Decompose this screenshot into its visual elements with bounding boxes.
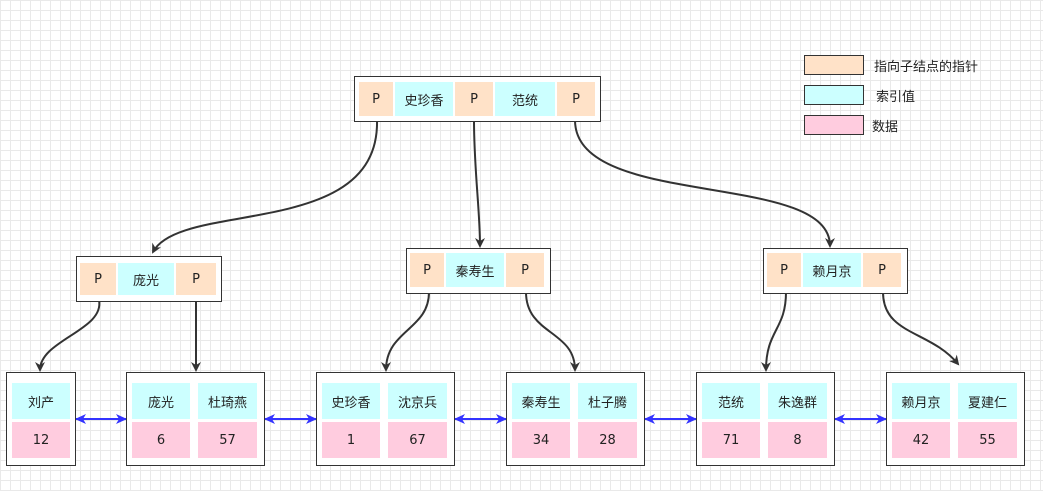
internal-3-pointer-right: P <box>863 253 901 287</box>
root-key-1: 史珍香 <box>395 82 453 116</box>
leaf-4-key-2: 杜子腾 <box>578 383 637 419</box>
legend-data-label: 数据 <box>872 120 899 135</box>
edge-internal-2-to-leaf-3 <box>381 291 430 372</box>
leaf-2-value-1: 6 <box>132 422 190 458</box>
legend-pointer-label: 指向子结点的指针 <box>874 60 979 75</box>
leaf-6-value-1: 42 <box>892 422 950 458</box>
leaf-node-3: 史珍香 沈京兵 1 67 <box>316 372 455 466</box>
leaf-6-key-2: 夏建仁 <box>958 383 1017 419</box>
root-pointer-2: P <box>455 82 493 116</box>
legend-pointer-swatch <box>804 55 864 75</box>
leaf-node-5: 范统 朱逸群 71 8 <box>696 372 835 466</box>
leaf-5-value-1: 71 <box>702 422 760 458</box>
root-pointer-3: P <box>557 82 595 116</box>
leaf-3-value-1: 1 <box>322 422 380 458</box>
edge-internal-3-to-leaf-5 <box>761 291 787 372</box>
root-pointer-1: P <box>359 82 393 116</box>
edge-root-to-internal-1 <box>152 119 379 254</box>
internal-node-1: P 庞光 P <box>76 256 222 302</box>
leaf-node-1: 刘产 12 <box>6 372 76 466</box>
internal-node-2: P 秦寿生 P <box>406 248 551 294</box>
edge-internal-3-to-leaf-6 <box>882 291 960 366</box>
legend-data-swatch <box>804 115 864 135</box>
leaf-6-value-2: 55 <box>958 422 1017 458</box>
leaf-node-4: 秦寿生 杜子腾 34 28 <box>506 372 645 466</box>
internal-2-pointer-left: P <box>410 253 444 287</box>
leaf-1-value-1: 12 <box>12 422 70 458</box>
leaf-1-key-1: 刘产 <box>12 383 70 419</box>
internal-1-key: 庞光 <box>118 263 174 295</box>
leaf-5-key-1: 范统 <box>702 383 760 419</box>
leaf-5-value-2: 8 <box>768 422 827 458</box>
leaf-node-2: 庞光 杜琦燕 6 57 <box>126 372 265 466</box>
leaf-4-key-1: 秦寿生 <box>512 383 570 419</box>
internal-1-pointer-left: P <box>80 263 116 295</box>
leaf-4-value-2: 28 <box>578 422 637 458</box>
leaf-6-key-1: 赖月京 <box>892 383 950 419</box>
leaf-3-key-2: 沈京兵 <box>388 383 447 419</box>
internal-3-pointer-left: P <box>767 253 801 287</box>
root-key-2: 范统 <box>495 82 555 116</box>
internal-3-key: 赖月京 <box>803 253 861 287</box>
leaf-3-value-2: 67 <box>388 422 447 458</box>
edge-root-to-internal-3 <box>574 119 835 248</box>
leaf-4-value-1: 34 <box>512 422 570 458</box>
internal-2-pointer-right: P <box>506 253 544 287</box>
edge-root-to-internal-2 <box>473 119 485 248</box>
leaf-node-6: 赖月京 夏建仁 42 55 <box>886 372 1025 466</box>
edge-internal-1-to-leaf-1 <box>35 299 101 372</box>
legend-key-label: 索引值 <box>876 90 916 105</box>
leaf-2-key-2: 杜琦燕 <box>198 383 257 419</box>
internal-node-3: P 赖月京 P <box>763 248 908 294</box>
internal-2-key: 秦寿生 <box>446 253 504 287</box>
leaf-2-key-1: 庞光 <box>132 383 190 419</box>
root-node: P 史珍香 P 范统 P <box>354 76 601 122</box>
legend-key-swatch <box>804 85 864 105</box>
internal-1-pointer-right: P <box>176 263 216 295</box>
leaf-2-value-2: 57 <box>198 422 257 458</box>
edge-internal-2-to-leaf-4 <box>525 291 580 372</box>
leaf-5-key-2: 朱逸群 <box>768 383 827 419</box>
leaf-3-key-1: 史珍香 <box>322 383 380 419</box>
